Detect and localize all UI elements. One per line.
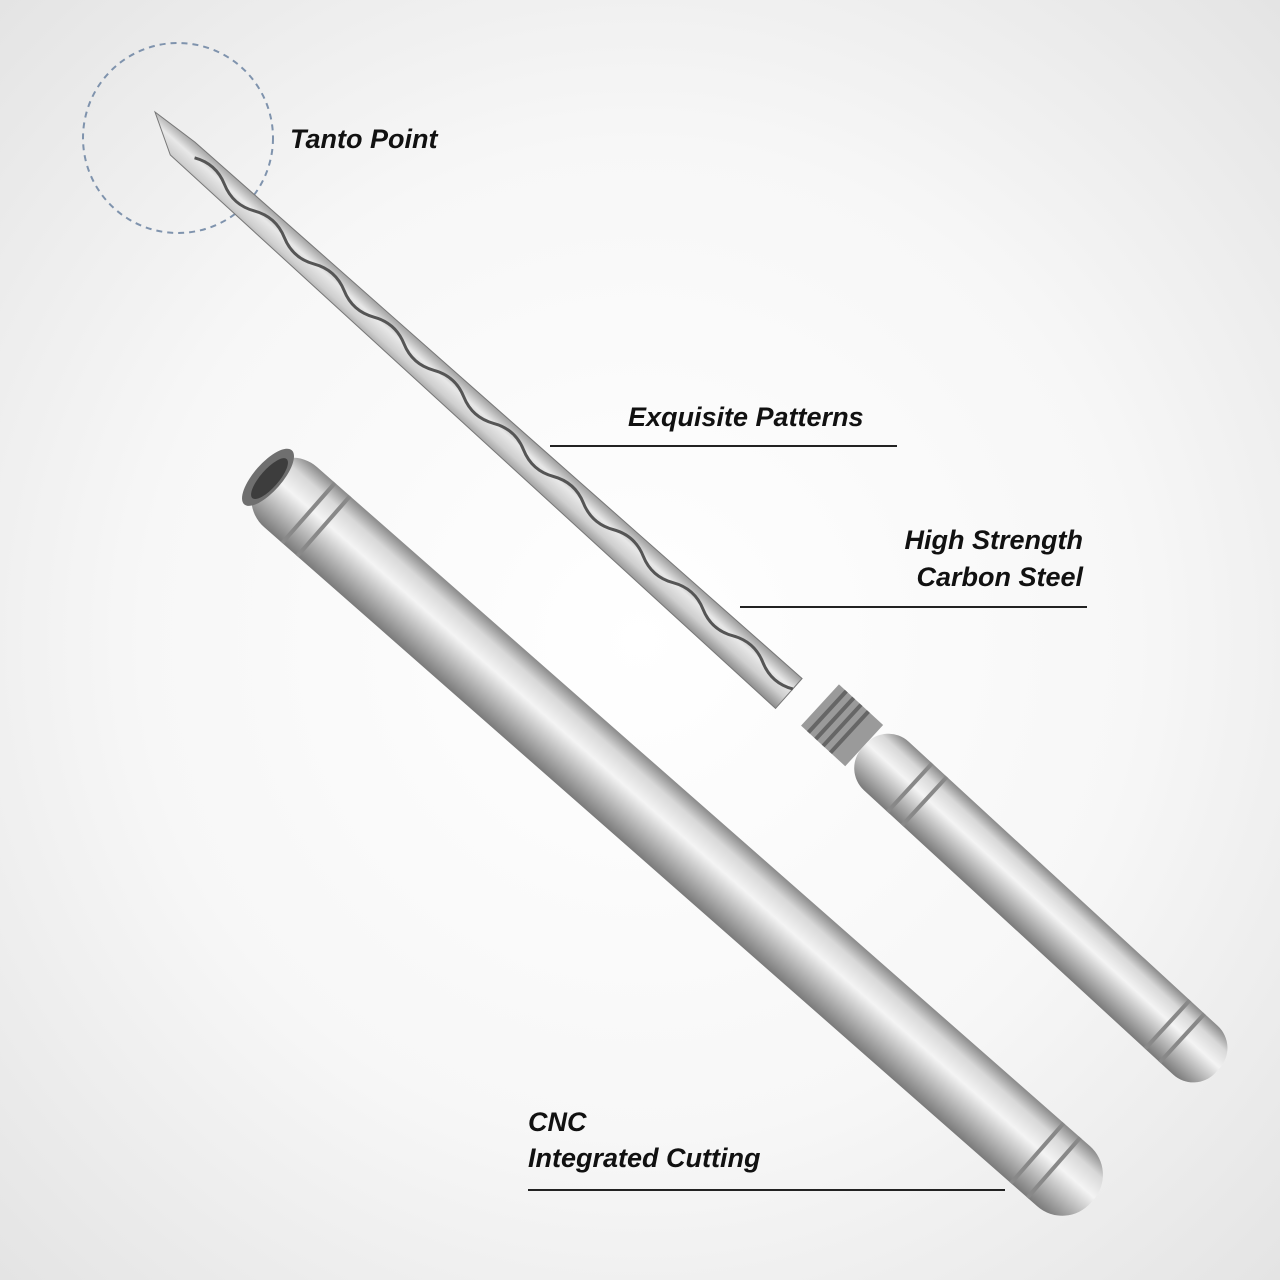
sheath (242, 448, 1103, 1216)
callout-exquisite-patterns: Exquisite Patterns (628, 402, 864, 432)
tanto-highlight-circle (82, 42, 274, 234)
callout-line-steel (740, 606, 1087, 608)
callout-tanto-point: Tanto Point (290, 124, 438, 154)
handle (801, 684, 1228, 1083)
callout-line-cnc (528, 1189, 1005, 1191)
callout-cnc-line2: Integrated Cutting (528, 1143, 761, 1173)
callout-cnc-line1: CNC (528, 1107, 587, 1137)
blade (153, 110, 803, 710)
callout-steel-line2: Carbon Steel (916, 562, 1083, 592)
callout-steel-line1: High Strength (904, 525, 1083, 555)
engraved-pattern (194, 156, 794, 691)
callout-line-patterns (550, 445, 897, 447)
